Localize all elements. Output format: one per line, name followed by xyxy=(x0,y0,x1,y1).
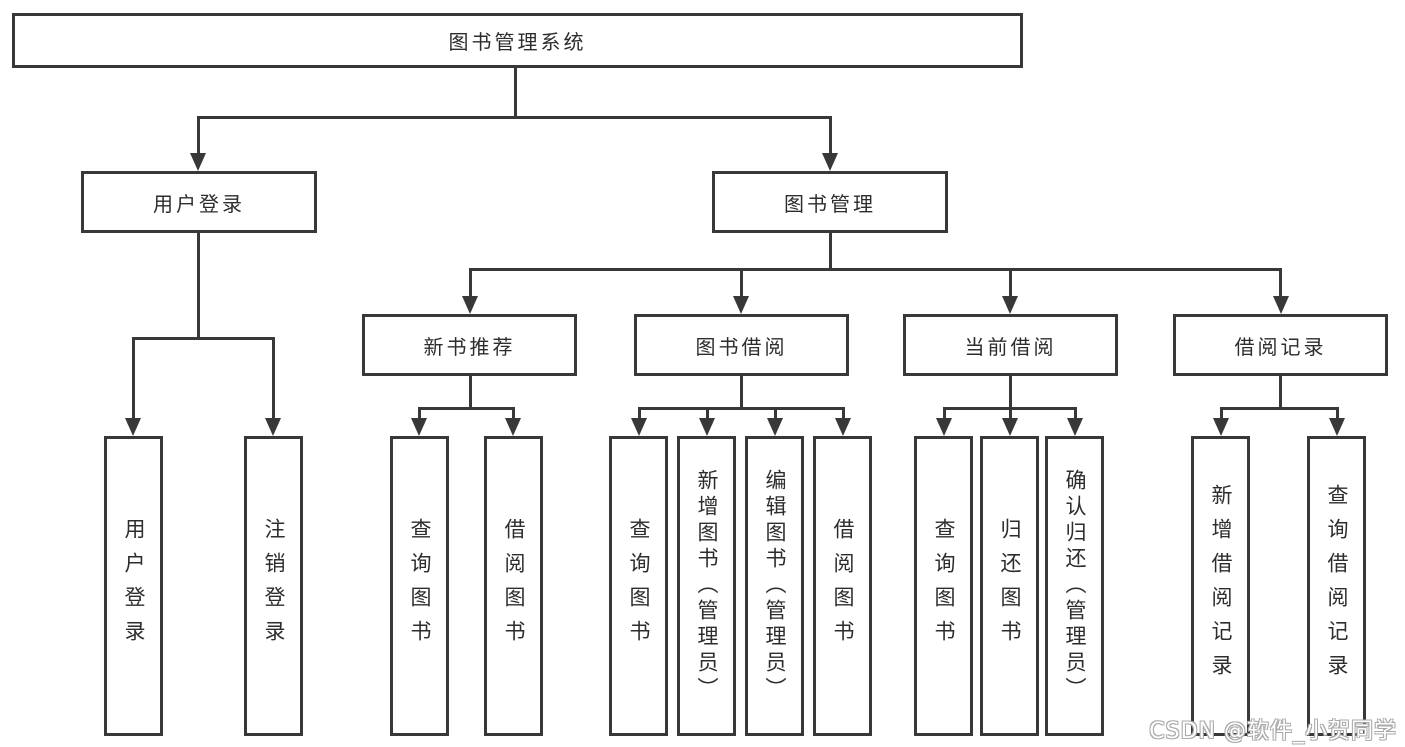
connector-stub xyxy=(1279,268,1282,300)
connector-groupC-down xyxy=(1009,374,1012,409)
connector-groupA-bar xyxy=(418,407,515,410)
node-current-borrow: 当前借阅 xyxy=(903,314,1118,376)
node-borrow-records: 借阅记录 xyxy=(1173,314,1388,376)
connector-stub xyxy=(1220,407,1223,422)
leaf-query-borrow-record: 查询借阅记录 xyxy=(1307,436,1366,736)
leaf-query-books-current: 查询图书 xyxy=(914,436,973,736)
node-label: 图书借阅 xyxy=(695,334,788,359)
leaf-borrow-books-recommend: 借阅图书 xyxy=(484,436,543,736)
connector-stub xyxy=(774,407,777,422)
leaf-label: 确认归还（管理员） xyxy=(1063,469,1087,703)
connector-root-down xyxy=(514,67,517,118)
leaf-label: 借阅图书 xyxy=(502,518,526,654)
connector-stub xyxy=(197,116,200,158)
connector-bookmgmt-down xyxy=(829,231,832,270)
connector-level1-bar xyxy=(197,116,832,119)
leaf-label: 编辑图书（管理员） xyxy=(763,469,787,703)
connector-stub xyxy=(1074,407,1077,422)
connector-stub xyxy=(1009,268,1012,300)
leaf-label: 新增借阅记录 xyxy=(1209,484,1233,688)
leaf-label: 查询图书 xyxy=(627,518,651,654)
leaf-label: 查询借阅记录 xyxy=(1325,484,1349,688)
connector-stub xyxy=(842,407,845,422)
arrow-down-icon xyxy=(835,418,851,436)
connector-stub xyxy=(706,407,709,422)
arrow-down-icon xyxy=(411,418,427,436)
connector-stub xyxy=(829,116,832,158)
arrow-down-icon xyxy=(505,418,521,436)
node-label: 借阅记录 xyxy=(1234,334,1327,359)
connector-groupB-bar xyxy=(638,407,845,410)
arrow-down-icon xyxy=(1002,418,1018,436)
arrow-down-icon xyxy=(1213,418,1229,436)
connector-stub xyxy=(512,407,515,422)
arrow-down-icon xyxy=(1067,418,1083,436)
leaf-query-books-borrow: 查询图书 xyxy=(609,436,668,736)
connector-groupB-down xyxy=(740,374,743,409)
connector-groupA-down xyxy=(469,374,472,409)
leaf-edit-books-admin: 编辑图书（管理员） xyxy=(745,436,804,736)
leaf-borrow-books: 借阅图书 xyxy=(813,436,872,736)
arrow-down-icon xyxy=(733,296,749,314)
node-new-book-recommend: 新书推荐 xyxy=(362,314,577,376)
connector-stub xyxy=(1009,407,1012,422)
arrow-down-icon xyxy=(125,418,141,436)
leaf-label: 用户登录 xyxy=(122,518,146,654)
leaf-label: 查询图书 xyxy=(932,518,956,654)
connector-groupD-bar xyxy=(1220,407,1339,410)
arrow-down-icon xyxy=(936,418,952,436)
node-label: 图书管理 xyxy=(784,191,876,216)
node-label: 图书管理系统 xyxy=(448,30,587,54)
arrow-down-icon xyxy=(631,418,647,436)
node-user-login: 用户登录 xyxy=(81,171,317,233)
connector-level2-bar xyxy=(469,268,1282,271)
connector-stub xyxy=(469,268,472,300)
node-label: 用户登录 xyxy=(153,191,245,216)
arrow-down-icon xyxy=(1273,296,1289,314)
arrow-down-icon xyxy=(265,418,281,436)
connector-userlogin-bar xyxy=(132,337,275,340)
arrow-down-icon xyxy=(767,418,783,436)
arrow-down-icon xyxy=(1002,296,1018,314)
connector-stub xyxy=(638,407,641,422)
node-book-borrow: 图书借阅 xyxy=(634,314,849,376)
leaf-label: 查询图书 xyxy=(408,518,432,654)
connector-stub xyxy=(1336,407,1339,422)
leaf-label: 借阅图书 xyxy=(831,518,855,654)
node-label: 新书推荐 xyxy=(423,334,516,359)
arrow-down-icon xyxy=(822,153,838,171)
csdn-watermark: CSDN @软件_小贺同学 xyxy=(1149,719,1397,744)
connector-stub xyxy=(418,407,421,422)
connector-stub xyxy=(272,337,275,422)
arrow-down-icon xyxy=(1329,418,1345,436)
arrow-down-icon xyxy=(462,296,478,314)
arrow-down-icon xyxy=(699,418,715,436)
arrow-down-icon xyxy=(190,153,206,171)
connector-stub xyxy=(943,407,946,422)
node-label: 当前借阅 xyxy=(964,334,1057,359)
leaf-add-borrow-record: 新增借阅记录 xyxy=(1191,436,1250,736)
connector-userlogin-down xyxy=(197,231,200,339)
connector-groupD-down xyxy=(1279,374,1282,409)
leaf-logout: 注销登录 xyxy=(244,436,303,736)
leaf-label: 归还图书 xyxy=(998,518,1022,654)
leaf-add-books-admin: 新增图书（管理员） xyxy=(677,436,736,736)
leaf-confirm-return-admin: 确认归还（管理员） xyxy=(1045,436,1104,736)
node-root-library-system: 图书管理系统 xyxy=(12,13,1023,68)
connector-stub xyxy=(132,337,135,422)
connector-stub xyxy=(740,268,743,300)
leaf-user-login: 用户登录 xyxy=(104,436,163,736)
leaf-label: 注销登录 xyxy=(262,518,286,654)
leaf-label: 新增图书（管理员） xyxy=(695,469,719,703)
node-book-management: 图书管理 xyxy=(712,171,948,233)
leaf-query-books-recommend: 查询图书 xyxy=(390,436,449,736)
leaf-return-books: 归还图书 xyxy=(980,436,1039,736)
